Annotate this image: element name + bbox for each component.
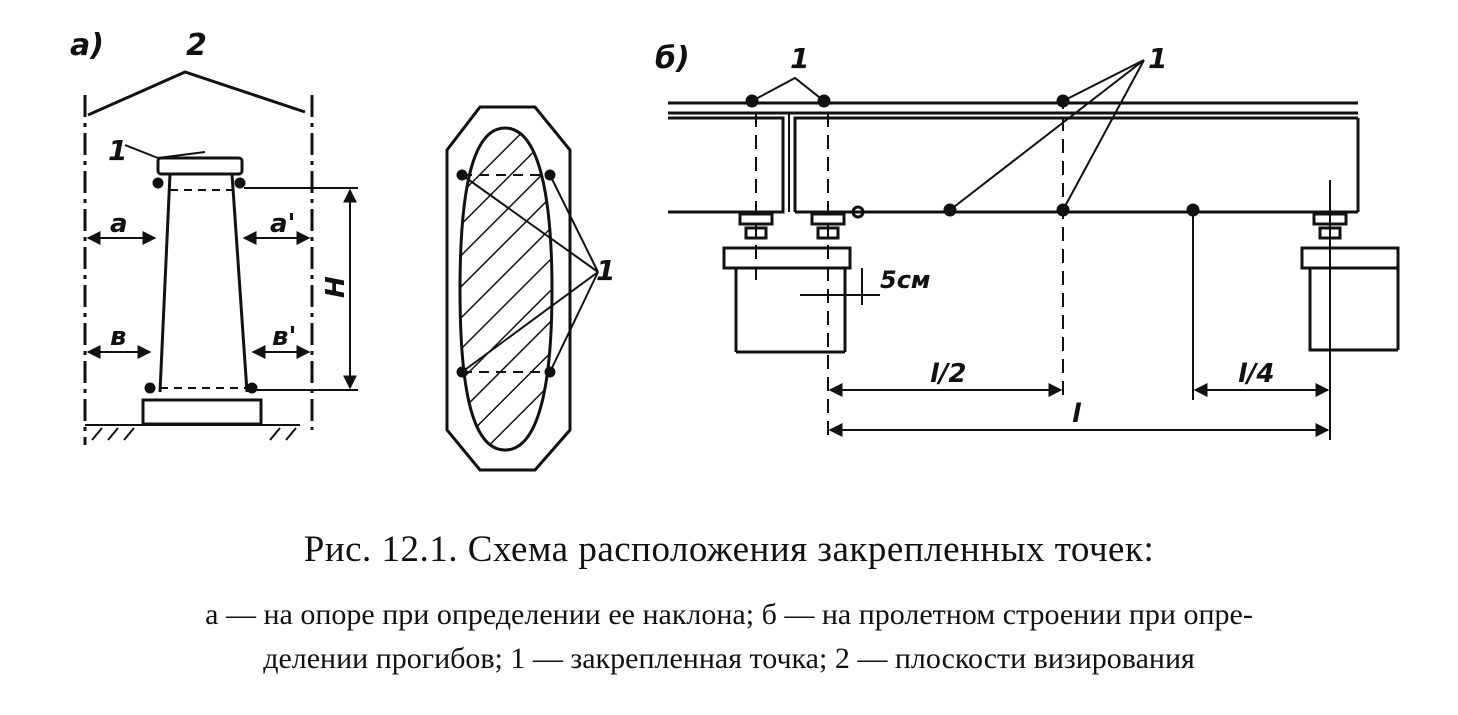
point-leader-a xyxy=(124,144,206,160)
bearing-mid-1 xyxy=(810,212,846,226)
pier-footing xyxy=(141,398,263,426)
half-span-label: l/2 xyxy=(930,359,967,389)
fixed-point-b6 xyxy=(1186,203,1200,217)
figure-caption-title: Рис. 12.1. Схема расположения закрепленн… xyxy=(303,529,1155,570)
fixed-point-a3 xyxy=(144,382,156,394)
span-label: l xyxy=(1072,399,1082,429)
plane-leader xyxy=(87,70,306,117)
dim-b-label: в xyxy=(110,322,126,352)
point-label-a: 1 xyxy=(108,134,127,167)
fixed-point-a2 xyxy=(234,177,246,189)
pier-side-left xyxy=(158,173,172,393)
point-label-b-right: 1 xyxy=(1148,42,1167,75)
fixed-point-a4 xyxy=(246,382,258,394)
dim-a-label: а xyxy=(110,209,128,239)
beam-left xyxy=(668,116,785,214)
height-label: H xyxy=(321,276,351,298)
panel-b: б) 1 xyxy=(655,41,1400,440)
panel-b-label: б) xyxy=(655,41,690,76)
figure-caption-line-2: делении прогибов; 1 — закрепленная точка… xyxy=(263,642,1195,675)
figure-diagram: а) 2 1 а а' в в' xyxy=(70,28,1400,472)
pier-side-right xyxy=(230,173,249,393)
section-point-label: 1 xyxy=(596,254,615,287)
ground-hatch xyxy=(91,427,297,441)
fixed-point-b7 xyxy=(851,205,865,219)
section-leaders xyxy=(461,174,599,373)
quarter-span-label: l/4 xyxy=(1238,359,1275,389)
point-leader-b-right xyxy=(949,59,1145,211)
fixed-point-a1 xyxy=(152,177,164,189)
bearing-left-1 xyxy=(738,212,774,226)
panel-a-label: а) xyxy=(70,28,104,63)
beam-main xyxy=(793,116,1358,214)
section-view: 1 xyxy=(445,105,615,472)
section-outline xyxy=(445,105,572,472)
point-label-b-left: 1 xyxy=(790,42,809,75)
dim-b-prime-label: в' xyxy=(272,322,296,352)
plane-label: 2 xyxy=(186,28,207,63)
figure-caption-line-1: а — на опоре при определении ее наклона;… xyxy=(205,598,1253,631)
panel-a: а) 2 1 а а' в в' xyxy=(70,28,358,445)
dim-a-prime-label: а' xyxy=(270,209,296,239)
offset-label: 5см xyxy=(880,266,931,294)
pier-b-right-cap xyxy=(1300,246,1400,270)
pier-b-left-body xyxy=(734,268,847,354)
section-hatched-core xyxy=(458,126,554,452)
pier-b-right-body xyxy=(1308,268,1400,352)
pier-cap xyxy=(156,156,244,176)
pier-b-left-cap xyxy=(722,246,852,270)
point-leader-b-left xyxy=(751,76,825,102)
